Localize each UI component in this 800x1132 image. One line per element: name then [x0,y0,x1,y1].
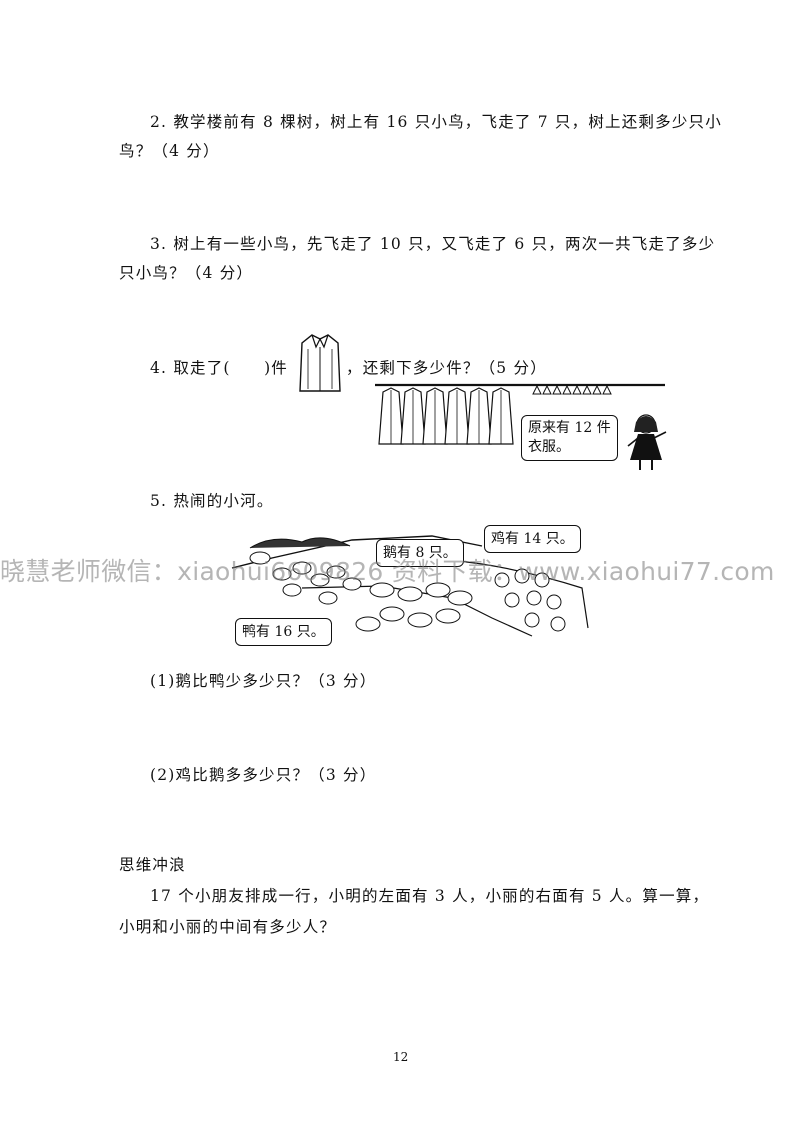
q5-title: 5. 热闹的小河。 [150,492,274,510]
page-number: 12 [393,1050,409,1064]
girl-speech-line1: 原来有 12 件 [528,420,611,436]
q5-sub2: (2)鸡比鹅多多少只？（3 分） [150,766,377,784]
watermark-text: 晓慧老师微信：xiaohui6609826 资料下载：www.xiaohui77… [0,557,775,586]
girl-speech-line2: 衣服。 [528,439,570,455]
q4-suffix: ，还剩下多少件？（5 分） [346,359,547,377]
chickens-speech-bubble: 鸡有 14 只。 [484,525,581,553]
shirt-icon [299,334,341,392]
clothes-rack-illustration [375,383,665,445]
girl-illustration [627,414,667,470]
challenge-heading: 思维冲浪 [119,856,186,874]
girl-speech-bubble: 原来有 12 件 衣服。 [521,415,618,461]
ducks-speech-bubble: 鸭有 16 只。 [235,618,332,646]
q5-sub1: (1)鹅比鸭少多少只？（3 分） [150,672,377,690]
challenge-line2: 小明和小丽的中间有多少人？ [119,918,337,936]
q3-line2: 只小鸟？（4 分） [119,264,254,282]
q2-line1: 2. 教学楼前有 8 棵树，树上有 16 只小鸟，飞走了 7 只，树上还剩多少只… [150,113,722,131]
challenge-line1: 17 个小朋友排成一行，小明的左面有 3 人，小丽的右面有 5 人。算一算， [150,887,710,905]
q4-prefix: 4. 取走了( )件 [150,359,289,377]
geese-speech-bubble: 鹅有 8 只。 [376,539,464,567]
q3-line1: 3. 树上有一些小鸟，先飞走了 10 只，又飞走了 6 只，两次一共飞走了多少 [150,235,716,253]
q2-line2: 鸟？（4 分） [119,142,220,160]
